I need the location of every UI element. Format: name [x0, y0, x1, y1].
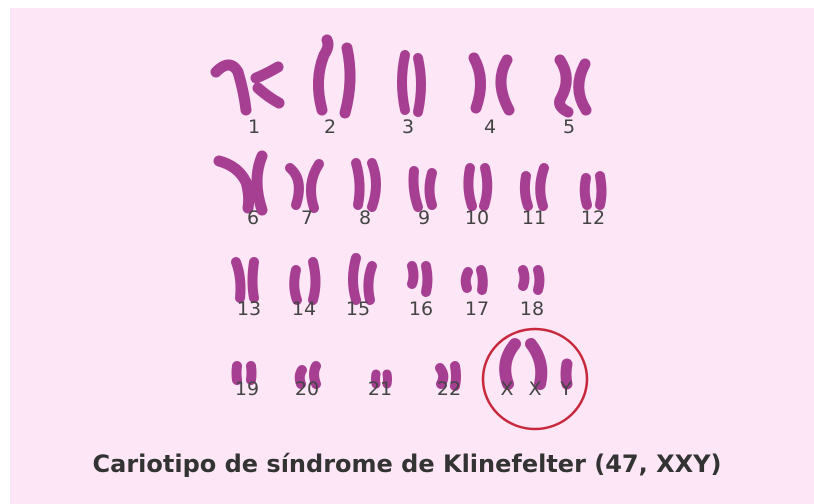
- chromosome-10-1: [468, 168, 472, 206]
- chromosome-8-1: [356, 163, 360, 205]
- chromosome-label-10: 10: [465, 209, 489, 228]
- chromosome-9-1: [414, 171, 419, 207]
- chromosome-label-x2: X: [528, 380, 541, 399]
- chromosome-label-4: 4: [484, 118, 496, 137]
- chromosome-7-2: [311, 164, 319, 208]
- chromosome-label-20: 20: [295, 380, 319, 399]
- chromosome-label-9: 9: [418, 209, 430, 228]
- chromosome-12-2: [600, 176, 602, 205]
- chromosome-label-22: 22: [437, 380, 461, 399]
- chromosome-18-1: [523, 270, 525, 286]
- chromosome-17-2: [481, 270, 483, 290]
- chromosome-label-16: 16: [409, 300, 433, 319]
- chromosome-11-2: [540, 168, 544, 206]
- chromosome-2-1: [318, 40, 328, 110]
- chromosome-label-7: 7: [301, 209, 313, 228]
- chromosome-label-11: 11: [522, 209, 546, 228]
- chromosome-15-1: [353, 258, 356, 300]
- chromosome-16-1: [412, 266, 414, 284]
- chromosome-15-2: [368, 266, 372, 300]
- chromosome-4-1: [474, 58, 481, 108]
- chromosome-6-1: [219, 161, 249, 208]
- chromosome-label-x1: X: [500, 380, 513, 399]
- chromosome-label-2: 2: [324, 118, 336, 137]
- chromosome-11-1: [525, 176, 528, 206]
- chromosome-14-1: [294, 270, 297, 300]
- chromosome-label-8: 8: [359, 209, 371, 228]
- chromosome-label-13: 13: [237, 300, 261, 319]
- chromosome-2-2: [345, 48, 350, 113]
- chromosome-7-1: [290, 168, 299, 205]
- chromosome-12-1: [585, 178, 587, 205]
- chromosome-1-1: [216, 65, 246, 110]
- chromosome-9-2: [430, 173, 433, 205]
- chromosome-3-1: [402, 55, 405, 110]
- chromosome-label-1: 1: [248, 118, 260, 137]
- chromosome-13-1: [236, 262, 241, 298]
- chromosome-16-2: [426, 266, 428, 292]
- chromosome-3-2: [418, 58, 421, 112]
- chromosome-5-2: [579, 64, 586, 110]
- chromosome-label-14: 14: [292, 300, 316, 319]
- figure-caption: Cariotipo de síndrome de Klinefelter (47…: [0, 452, 814, 476]
- chromosome-8-2: [372, 163, 376, 207]
- chromosome-label-12: 12: [581, 209, 605, 228]
- chromosome-label-18: 18: [520, 300, 544, 319]
- chromosome-18-2: [538, 270, 540, 290]
- chromosome-1-3: [258, 88, 279, 103]
- chromosome-label-5: 5: [563, 118, 575, 137]
- chromosome-label-19: 19: [235, 380, 259, 399]
- chromosome-label-6: 6: [247, 209, 259, 228]
- chromosome-label-y: Y: [560, 380, 572, 399]
- chromosome-label-21: 21: [368, 380, 392, 399]
- chromosome-4-2: [501, 60, 509, 110]
- chromosome-17-1: [466, 272, 468, 288]
- chromosome-label-17: 17: [465, 300, 489, 319]
- chromosome-13-2: [253, 262, 255, 298]
- chromosome-6-2: [257, 156, 262, 210]
- chromosome-label-3: 3: [402, 118, 414, 137]
- chromosome-10-2: [484, 168, 487, 206]
- chromosome-5-1: [560, 60, 568, 112]
- chromosome-1-2: [256, 67, 278, 78]
- chromosome-14-2: [313, 262, 316, 300]
- chromosome-label-15: 15: [346, 300, 370, 319]
